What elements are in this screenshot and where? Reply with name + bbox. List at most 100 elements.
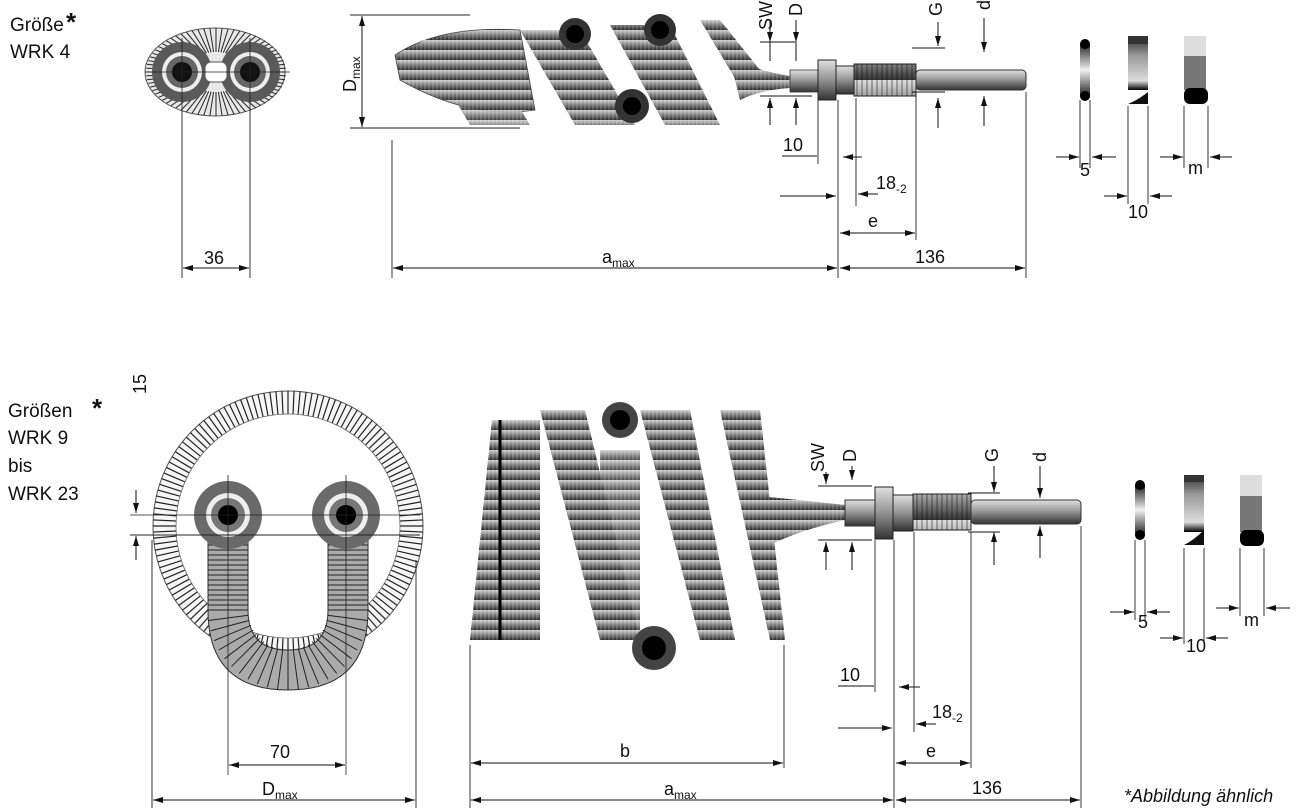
bottom-dim-10: 10 bbox=[840, 665, 860, 685]
bottom-star: * bbox=[92, 393, 103, 423]
fin-line bbox=[155, 501, 178, 507]
fin-line bbox=[349, 413, 363, 433]
fin-line bbox=[157, 555, 181, 563]
fin-line bbox=[311, 641, 338, 674]
fin-line bbox=[394, 560, 417, 569]
bottom-seal-details bbox=[1135, 475, 1264, 546]
fin-line bbox=[263, 393, 269, 416]
fin-line bbox=[217, 28, 223, 53]
fin-line bbox=[191, 30, 207, 54]
top-seal-10: 10 bbox=[1128, 202, 1148, 222]
fin-line bbox=[307, 393, 313, 416]
fin-line bbox=[292, 649, 299, 690]
fin-line bbox=[163, 569, 186, 580]
fin-line bbox=[218, 629, 254, 651]
fin-line bbox=[251, 395, 259, 419]
fin-line bbox=[224, 633, 257, 660]
fin-line bbox=[182, 595, 201, 611]
fin-line bbox=[395, 555, 419, 563]
top-label-D: D bbox=[786, 3, 806, 16]
fin-line bbox=[297, 648, 310, 688]
fin-line bbox=[275, 391, 279, 415]
bottom-dim-136: 136 bbox=[972, 778, 1002, 798]
fin-line bbox=[218, 409, 232, 431]
bottom-model-2: bis bbox=[8, 456, 32, 477]
fin-line bbox=[156, 550, 179, 557]
fin-line bbox=[336, 404, 348, 426]
bottom-label-sw: SW bbox=[808, 443, 828, 472]
footnote: *Abbildung ähnlich bbox=[1124, 786, 1273, 806]
bottom-dim-b: b bbox=[620, 741, 630, 761]
fin-line bbox=[375, 441, 394, 457]
fin-line bbox=[166, 574, 188, 586]
top-dim-amax: amax bbox=[602, 247, 635, 270]
fin-line bbox=[203, 420, 219, 439]
bottom-dim-dmax: Dmax bbox=[262, 779, 298, 802]
fin-line bbox=[399, 530, 423, 533]
fin-line bbox=[340, 406, 353, 428]
fin-line bbox=[368, 432, 386, 450]
fin-line bbox=[190, 602, 208, 620]
top-dim-10: 10 bbox=[783, 135, 803, 155]
fin-line bbox=[203, 28, 212, 53]
fin-line bbox=[208, 614, 249, 621]
fin-line bbox=[383, 582, 405, 596]
fin-line bbox=[302, 392, 307, 416]
fin-line bbox=[392, 564, 415, 574]
fin-line bbox=[368, 602, 386, 620]
top-label-sw: SW bbox=[756, 1, 776, 30]
fin-line bbox=[292, 391, 295, 415]
top-seal-m: m bbox=[1188, 158, 1203, 178]
fin-line bbox=[185, 436, 205, 453]
fin-line bbox=[398, 540, 422, 545]
bottom-seal-5: 5 bbox=[1138, 612, 1148, 632]
fin-line bbox=[234, 401, 245, 424]
fin-line bbox=[185, 599, 205, 616]
fin-line bbox=[163, 472, 186, 483]
top-label-G: G bbox=[926, 2, 946, 16]
fin-line bbox=[317, 395, 325, 419]
top-section: Größe * WRK 4 36 bbox=[10, 0, 1232, 278]
fin-line bbox=[209, 91, 215, 116]
fin-line bbox=[247, 644, 269, 680]
fin-line bbox=[266, 648, 279, 688]
fin-line bbox=[361, 423, 378, 443]
fin-line bbox=[307, 644, 329, 680]
top-dim-18: 18-2 bbox=[876, 173, 907, 196]
fin-line bbox=[397, 495, 420, 502]
fin-line bbox=[171, 582, 193, 596]
fin-line bbox=[168, 461, 190, 474]
fin-line bbox=[324, 624, 363, 642]
fin-line bbox=[371, 599, 391, 616]
fin-line bbox=[225, 90, 241, 114]
fin-line bbox=[213, 624, 252, 642]
fin-line bbox=[322, 397, 331, 420]
bottom-front-view bbox=[130, 390, 424, 775]
fin-line bbox=[159, 560, 182, 569]
fin-line bbox=[153, 530, 177, 533]
fin-line bbox=[168, 578, 190, 591]
fin-line bbox=[161, 564, 184, 574]
bottom-seal-m: m bbox=[1244, 610, 1259, 630]
fin-line bbox=[154, 507, 178, 512]
fin-line bbox=[213, 413, 227, 433]
bottom-seal-10: 10 bbox=[1186, 636, 1206, 656]
fin-line bbox=[390, 472, 413, 483]
fin-line bbox=[315, 637, 345, 667]
fin-line bbox=[269, 392, 274, 416]
bottom-label-G: G bbox=[982, 448, 1002, 462]
fin-line bbox=[386, 461, 408, 474]
fin-line bbox=[281, 391, 284, 415]
bottom-dim-amax: amax bbox=[664, 779, 697, 802]
fin-line bbox=[223, 406, 236, 428]
top-title: Größe bbox=[10, 15, 64, 36]
fin-line bbox=[191, 90, 207, 114]
fin-line bbox=[388, 574, 410, 586]
fin-line bbox=[388, 466, 410, 478]
fin-line bbox=[375, 595, 394, 611]
fin-line bbox=[156, 495, 179, 502]
fin-line bbox=[222, 29, 235, 53]
fin-line bbox=[398, 545, 421, 551]
fin-line bbox=[397, 550, 420, 557]
fin-line bbox=[220, 28, 229, 53]
